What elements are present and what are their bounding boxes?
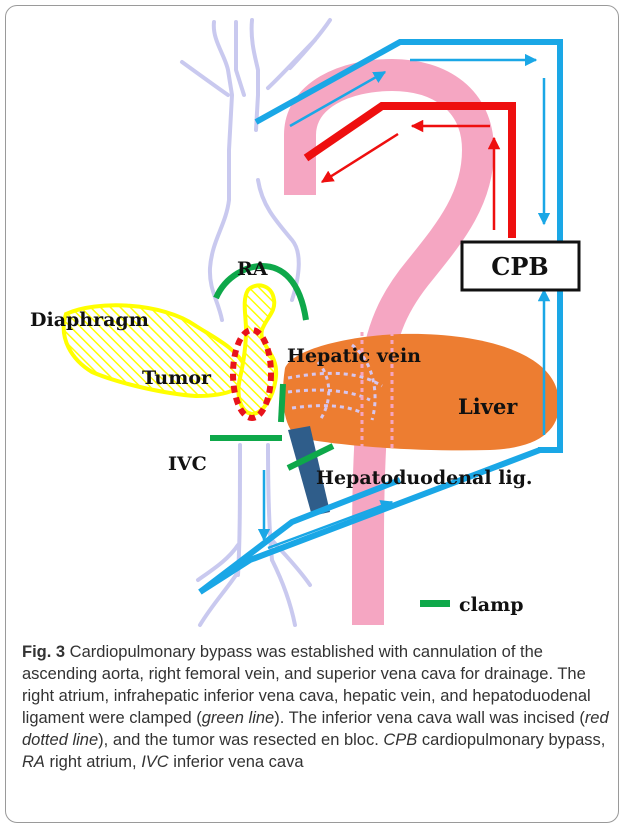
clamp-legend-swatch [420, 600, 450, 607]
ra-label: RA [237, 258, 268, 280]
clamp-legend-label: clamp [459, 594, 524, 616]
figure-caption: Fig. 3 Cardiopulmonary bypass was establ… [22, 641, 610, 773]
caption-text-4: cardiopulmonary bypass, [417, 731, 605, 749]
ivc-label: IVC [168, 453, 207, 475]
diaphragm-label: Diaphragm [30, 309, 149, 331]
hepatic-vein-clamp [281, 384, 283, 422]
caption-em-cpb: CPB [383, 731, 417, 749]
liver-label: Liver [458, 394, 518, 419]
cpb-label: CPB [491, 252, 548, 281]
caption-text-6: inferior vena cava [169, 753, 304, 771]
hepatoduodenal-label: Hepatoduodenal lig. [316, 467, 533, 489]
caption-em-ivc: IVC [141, 753, 169, 771]
caption-text-2: ). The inferior vena cava wall was incis… [274, 709, 585, 727]
hepatic-vein-label: Hepatic vein [287, 345, 421, 367]
tumor-label: Tumor [142, 367, 212, 389]
caption-em-ra: RA [22, 753, 45, 771]
caption-text-5: right atrium, [45, 753, 141, 771]
cardiopulmonary-bypass-diagram: CPB RA Diaphragm Tumor Hepatic vein Live… [0, 0, 627, 640]
caption-fig-label: Fig. 3 [22, 643, 65, 661]
caption-em-green-line: green line [202, 709, 274, 727]
caption-text-3: ), and the tumor was resected en bloc. [98, 731, 383, 749]
